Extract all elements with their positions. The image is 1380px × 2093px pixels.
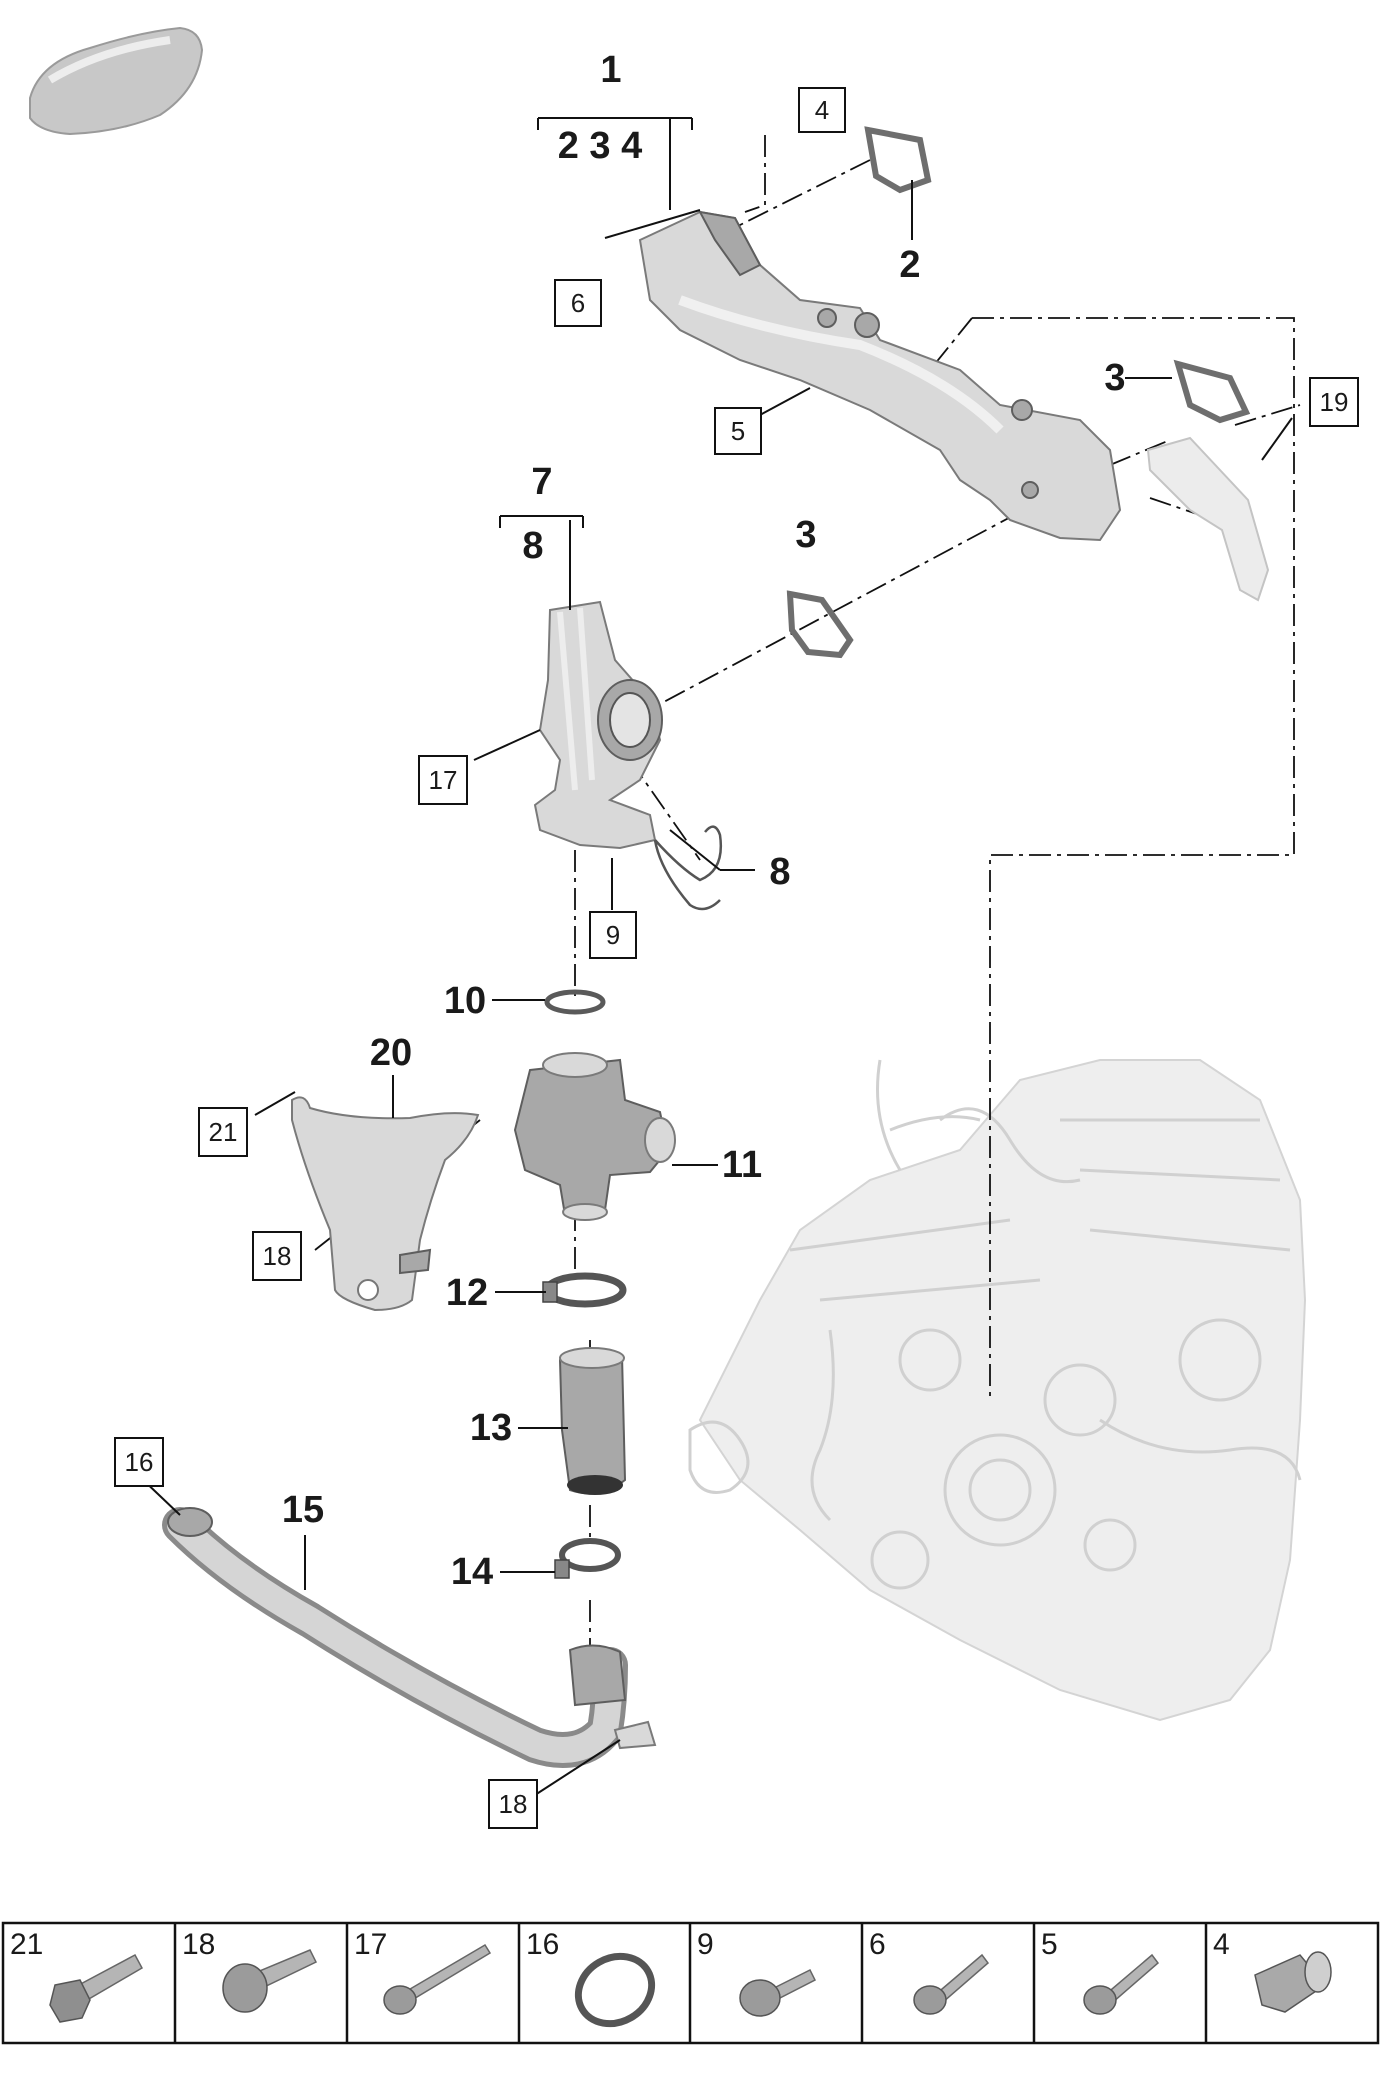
callout-12: 12: [446, 1272, 488, 1314]
strip-label-5: 5: [1041, 1928, 1058, 1961]
hardware-strip: 21 18 17 16 9 6 5 4: [1, 1921, 1380, 2045]
strip-label-18: 18: [182, 1928, 215, 1961]
gasket-3b-part: [786, 590, 854, 659]
callout-3b: 3: [795, 514, 816, 556]
strip-label-4: 4: [1213, 1928, 1230, 1961]
box-callout-21: 21: [198, 1107, 248, 1157]
seal-ring-icon: [574, 1952, 656, 2028]
box-callout-17: 17: [418, 755, 468, 805]
svg-text:5: 5: [731, 416, 745, 446]
svg-text:21: 21: [209, 1117, 238, 1147]
callout-3a: 3: [1104, 357, 1125, 399]
callout-11: 11: [722, 1144, 762, 1186]
strip-label-16: 16: [526, 1928, 559, 1961]
coolant-valve-11-part: [513, 1052, 676, 1221]
heat-shield-20-part: [291, 1096, 480, 1312]
strip-label-17: 17: [354, 1928, 387, 1961]
svg-text:6: 6: [571, 288, 585, 318]
svg-text:4: 4: [815, 95, 829, 125]
sleeve-nut-icon: [1254, 1951, 1332, 2013]
callout-2-3-4: 2 3 4: [558, 125, 643, 167]
coolant-pipe-15-part: [162, 1507, 657, 1768]
callout-20: 20: [370, 1032, 412, 1074]
leader-lines: [137, 117, 1293, 1796]
strip-label-21: 21: [10, 1928, 43, 1961]
box-callout-6: 6: [554, 279, 602, 327]
callout-10: 10: [444, 980, 486, 1022]
flange-bolt-icon: [49, 1953, 144, 2023]
callout-7: 7: [531, 461, 552, 503]
callout-2: 2: [899, 244, 920, 286]
svg-text:18: 18: [499, 1789, 528, 1819]
wire-clip-8-part: [653, 825, 723, 911]
callout-14: 14: [451, 1551, 493, 1593]
pan-head-bolt-icon: [222, 1949, 318, 2013]
gasket-3a-part: [1173, 359, 1251, 424]
thermostat-housing-part: [533, 600, 663, 850]
svg-text:19: 19: [1320, 387, 1349, 417]
svg-text:17: 17: [429, 765, 458, 795]
svg-text:9: 9: [606, 920, 620, 950]
bracket-19-part: [1146, 436, 1270, 602]
box-callout-19: 19: [1309, 377, 1359, 427]
pan-bolt-icon: [739, 1968, 817, 2017]
callout-1: 1: [600, 49, 621, 91]
callout-8-top: 8: [522, 525, 543, 567]
hex-bolt-5-icon: [1083, 1953, 1160, 2015]
hose-clamp-14-part: [554, 1538, 621, 1579]
svg-text:16: 16: [125, 1447, 154, 1477]
box-callout-5: 5: [714, 407, 762, 455]
long-bolt-icon: [383, 1943, 492, 2015]
box-callout-9: 9: [589, 911, 637, 959]
strip-label-9: 9: [697, 1928, 714, 1961]
car-silhouette-icon: [29, 26, 204, 136]
callout-13: 13: [470, 1407, 512, 1449]
gasket-2-part: [864, 126, 932, 194]
o-ring-10-part: [544, 989, 606, 1015]
hose-clamp-12-part: [542, 1272, 627, 1308]
box-callout-16: 16: [114, 1437, 164, 1487]
engine-background: [688, 1059, 1307, 1722]
box-callout-4: 4: [798, 87, 846, 133]
svg-text:18: 18: [263, 1241, 292, 1271]
box-callout-18-shield: 18: [252, 1231, 302, 1281]
box-callout-18-pipe: 18: [488, 1779, 538, 1829]
callout-15: 15: [282, 1489, 324, 1531]
hex-bolt-6-icon: [913, 1953, 990, 2015]
hose-13-part: [558, 1347, 627, 1495]
callout-8-clip: 8: [769, 851, 790, 893]
strip-label-6: 6: [869, 1928, 886, 1961]
coolant-manifold-part: [638, 210, 1122, 542]
